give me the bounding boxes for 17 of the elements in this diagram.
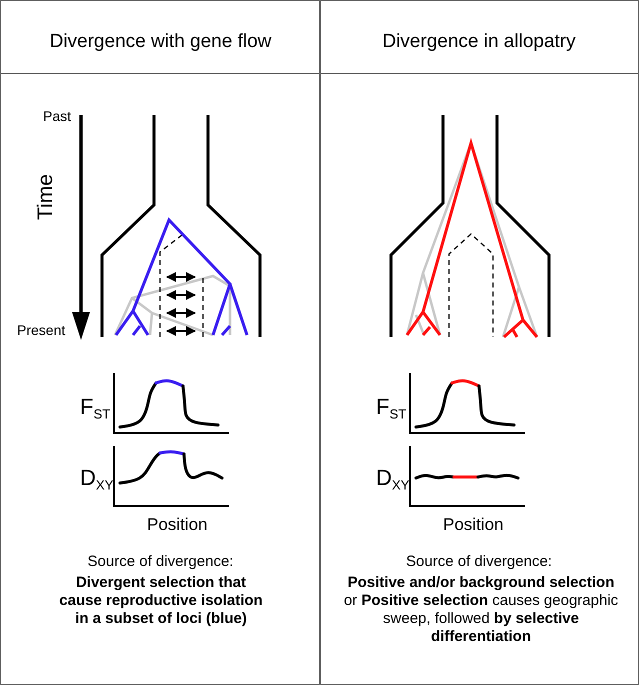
column-panel <box>319 0 639 685</box>
axis-label: D$_{XY}$ <box>376 465 410 493</box>
source-description: Divergent selection that cause reproductive isolation in a subset of loci (blue) <box>58 574 264 628</box>
axis-label: F$_{ST}$ <box>80 394 110 422</box>
column-panel <box>0 0 321 685</box>
axis-label: Position <box>443 515 504 535</box>
column-heading: Divergence in allopatry <box>381 31 577 53</box>
source-heading: Source of divergence: <box>86 553 234 570</box>
time-point-label: Present <box>17 322 66 338</box>
axis-label: Position <box>147 515 208 535</box>
axis-title: Time <box>34 174 58 220</box>
column-heading: Divergence with gene flow <box>48 31 272 53</box>
axis-label: F$_{ST}$ <box>376 394 406 422</box>
time-point-label: Past <box>43 108 72 124</box>
source-description: Positive and/or background selection or Positive selection causes geographic sweep, followed by selective differentiation <box>342 574 620 646</box>
axis-label: D$_{XY}$ <box>80 465 114 493</box>
source-heading: Source of divergence: <box>405 553 553 570</box>
